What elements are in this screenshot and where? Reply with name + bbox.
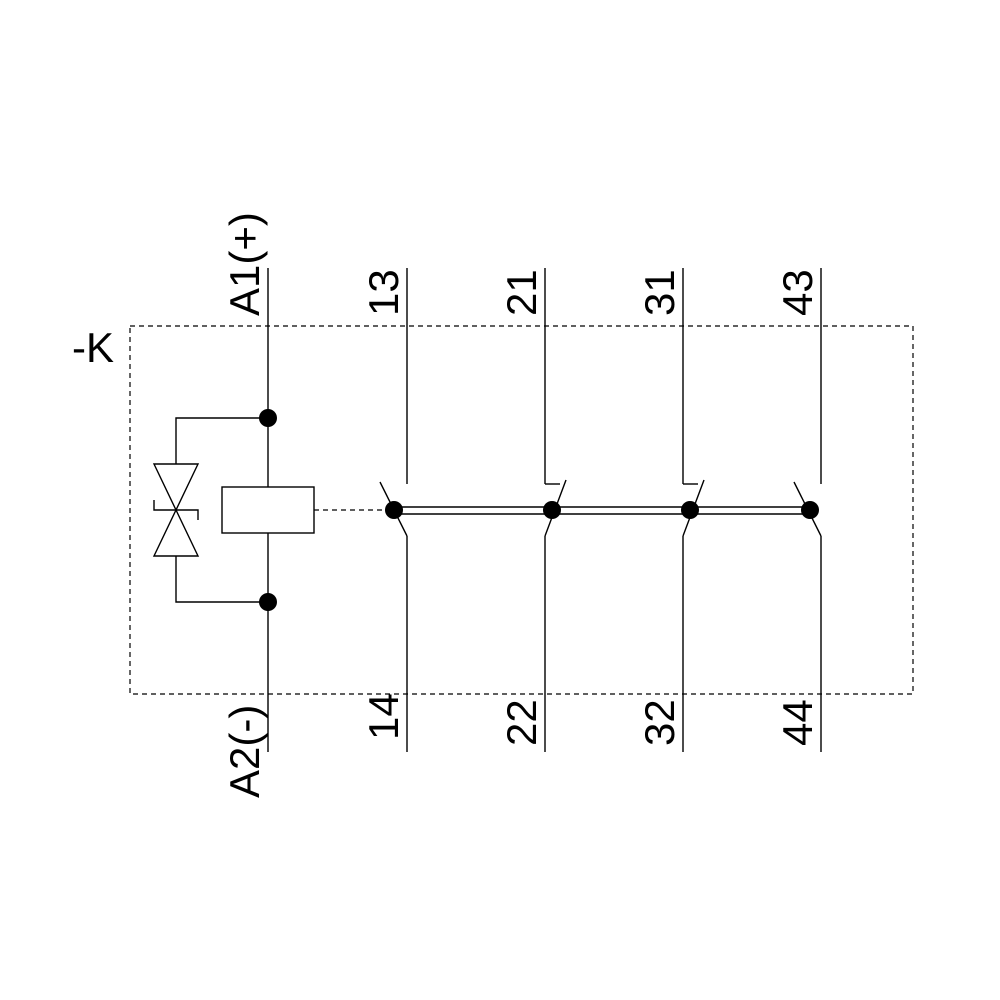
- suppressor-diode-icon: [152, 417, 268, 603]
- terminal-14-label: 14: [360, 693, 407, 740]
- contact-21-22: 21 22: [498, 268, 567, 752]
- coil-terminal-a2-label: A2(-): [221, 705, 268, 798]
- coil-terminal-a1-label: A1(+): [221, 212, 268, 316]
- terminal-21-label: 21: [498, 269, 545, 316]
- contact-node-21: [543, 501, 561, 519]
- contact-node-31: [681, 501, 699, 519]
- contact-13-14: 13 14: [360, 268, 408, 752]
- terminal-13-label: 13: [360, 269, 407, 316]
- terminal-22-label: 22: [498, 699, 545, 746]
- device-tag-label: -K: [72, 324, 114, 371]
- coil-box: [221, 486, 315, 534]
- coil-circuit: [152, 268, 315, 752]
- terminal-44-label: 44: [774, 699, 821, 746]
- device-boundary: [129, 325, 914, 695]
- contact-31-32: 31 32: [636, 268, 705, 752]
- terminal-31-label: 31: [636, 269, 683, 316]
- contact-node-13: [385, 501, 403, 519]
- terminal-32-label: 32: [636, 699, 683, 746]
- terminal-43-label: 43: [774, 269, 821, 316]
- contact-node-43: [801, 501, 819, 519]
- mechanical-linkage: [394, 506, 810, 515]
- contact-43-44: 43 44: [774, 268, 822, 752]
